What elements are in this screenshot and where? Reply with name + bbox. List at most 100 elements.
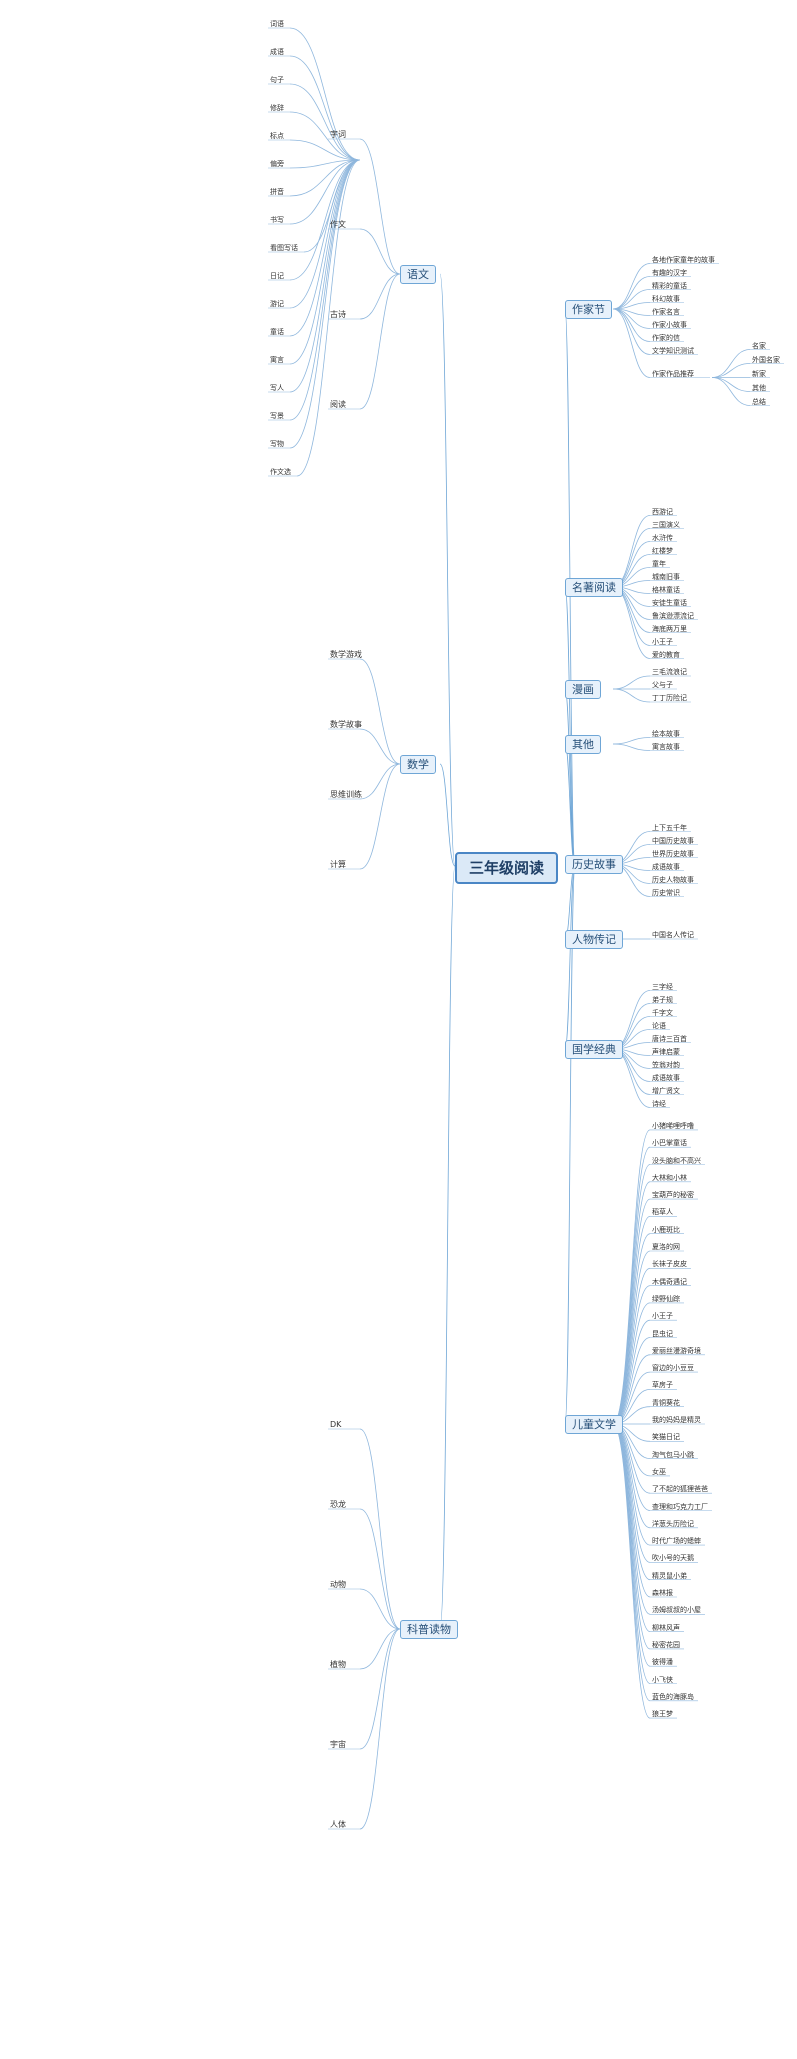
leaf-7-14[interactable]: 窗边的小豆豆 — [652, 1364, 694, 1373]
branch-1[interactable]: 名著阅读 — [565, 578, 623, 597]
leaf-1-2[interactable]: 水浒传 — [652, 533, 673, 542]
small-label-16[interactable]: 作文选 — [270, 468, 291, 476]
small-label-5[interactable]: 偏旁 — [270, 160, 284, 168]
leaf-1-9[interactable]: 海底两万里 — [652, 624, 687, 633]
leaf-0-1[interactable]: 有趣的汉字 — [652, 268, 687, 277]
root-node[interactable]: 三年级阅读 — [455, 852, 559, 884]
branch-7[interactable]: 儿童文学 — [565, 1415, 623, 1434]
leaf-7-31[interactable]: 彼得潘 — [652, 1658, 673, 1667]
leaf-7-0[interactable]: 小猪唏哩呼噜 — [652, 1121, 694, 1130]
leaf-7-6[interactable]: 小鹿斑比 — [652, 1225, 680, 1234]
leaf-1-4[interactable]: 童年 — [652, 559, 666, 568]
leaf-1-3[interactable]: 红楼梦 — [652, 546, 673, 555]
leaf-7-22[interactable]: 查理和巧克力工厂 — [652, 1502, 708, 1511]
left-branch-1[interactable]: 数学 — [400, 755, 436, 774]
subleaf-2[interactable]: 新家 — [752, 369, 766, 378]
leaf-7-33[interactable]: 蓝色的海豚岛 — [652, 1692, 694, 1701]
small-label-1[interactable]: 成语 — [270, 48, 284, 56]
left-leaf-1-0[interactable]: 数学游戏 — [330, 650, 362, 659]
left-leaf-2-2[interactable]: 动物 — [330, 1580, 346, 1589]
subleaf-0[interactable]: 名家 — [752, 341, 766, 350]
branch-3[interactable]: 其他 — [565, 735, 601, 754]
small-label-9[interactable]: 日记 — [270, 272, 284, 280]
leaf-7-11[interactable]: 小王子 — [652, 1312, 673, 1321]
leaf-7-13[interactable]: 爱丽丝漫游奇境 — [652, 1346, 701, 1355]
leaf-2-0[interactable]: 三毛流浪记 — [652, 668, 687, 676]
leaf-7-1[interactable]: 小巴掌童话 — [652, 1139, 687, 1148]
leaf-7-17[interactable]: 我的妈妈是精灵 — [652, 1416, 701, 1424]
leaf-4-5[interactable]: 历史常识 — [652, 888, 680, 897]
leaf-1-11[interactable]: 爱的教育 — [652, 650, 680, 659]
small-label-13[interactable]: 写人 — [270, 384, 284, 392]
small-label-7[interactable]: 书写 — [270, 216, 284, 224]
leaf-6-0[interactable]: 三字经 — [652, 982, 673, 991]
leaf-7-4[interactable]: 宝葫芦的秘密 — [652, 1191, 694, 1200]
leaf-1-10[interactable]: 小王子 — [652, 637, 673, 646]
subleaf-1[interactable]: 外国名家 — [752, 355, 780, 364]
leaf-7-7[interactable]: 夏洛的网 — [652, 1243, 680, 1251]
leaf-7-27[interactable]: 森林报 — [652, 1589, 673, 1597]
left-leaf-2-3[interactable]: 植物 — [330, 1660, 346, 1669]
leaf-7-23[interactable]: 洋葱头历险记 — [652, 1519, 694, 1528]
leaf-1-7[interactable]: 安徒生童话 — [652, 598, 687, 607]
leaf-4-3[interactable]: 成语故事 — [652, 862, 680, 871]
leaf-4-4[interactable]: 历史人物故事 — [652, 875, 694, 884]
leaf-7-32[interactable]: 小飞侠 — [652, 1675, 673, 1684]
leaf-7-30[interactable]: 秘密花园 — [652, 1640, 680, 1649]
branch-2[interactable]: 漫画 — [565, 680, 601, 699]
branch-6[interactable]: 国学经典 — [565, 1040, 623, 1059]
leaf-0-5[interactable]: 作家小故事 — [652, 320, 687, 329]
left-leaf-2-4[interactable]: 宇宙 — [330, 1740, 346, 1749]
small-label-15[interactable]: 写物 — [270, 440, 284, 448]
leaf-4-0[interactable]: 上下五千年 — [652, 823, 687, 832]
leaf-6-5[interactable]: 声律启蒙 — [652, 1047, 680, 1056]
leaf-6-4[interactable]: 唐诗三百首 — [652, 1034, 687, 1043]
leaf-6-6[interactable]: 笠翁对韵 — [652, 1060, 680, 1069]
leaf-7-2[interactable]: 没头脑和不高兴 — [652, 1156, 701, 1165]
leaf-7-16[interactable]: 青铜葵花 — [652, 1398, 680, 1407]
leaf-1-8[interactable]: 鲁滨逊漂流记 — [652, 611, 694, 620]
small-label-10[interactable]: 游记 — [270, 300, 284, 308]
branch-0[interactable]: 作家节 — [565, 300, 612, 319]
leaf-0-0[interactable]: 各地作家童年的故事 — [652, 255, 715, 264]
leaf-7-18[interactable]: 笑猫日记 — [652, 1433, 680, 1442]
leaf-7-28[interactable]: 汤姆叔叔的小屋 — [652, 1606, 701, 1615]
leaf-7-34[interactable]: 狼王梦 — [652, 1710, 673, 1719]
leaf-4-1[interactable]: 中国历史故事 — [652, 836, 694, 845]
small-label-12[interactable]: 寓言 — [270, 356, 284, 364]
small-label-6[interactable]: 拼音 — [270, 188, 284, 196]
small-label-4[interactable]: 标点 — [270, 132, 284, 140]
leaf-4-2[interactable]: 世界历史故事 — [652, 849, 694, 858]
left-leaf-2-1[interactable]: 恐龙 — [330, 1500, 346, 1509]
leaf-2-2[interactable]: 丁丁历险记 — [652, 694, 687, 702]
left-leaf-2-0[interactable]: DK — [330, 1420, 342, 1429]
leaf-6-3[interactable]: 论语 — [652, 1021, 666, 1030]
leaf-7-25[interactable]: 吹小号的天鹅 — [652, 1554, 694, 1563]
left-leaf-0-2[interactable]: 古诗 — [330, 310, 346, 319]
left-branch-0[interactable]: 语文 — [400, 265, 436, 284]
small-label-8[interactable]: 看图写话 — [270, 244, 298, 252]
left-leaf-1-1[interactable]: 数学故事 — [330, 720, 362, 729]
leaf-7-20[interactable]: 女巫 — [652, 1467, 666, 1476]
leaf-7-10[interactable]: 绿野仙踪 — [652, 1294, 680, 1303]
leaf-1-6[interactable]: 格林童话 — [652, 585, 680, 594]
leaf-5-0[interactable]: 中国名人传记 — [652, 931, 694, 939]
leaf-7-19[interactable]: 淘气包马小跳 — [652, 1450, 694, 1459]
leaf-7-21[interactable]: 了不起的狐狸爸爸 — [652, 1485, 708, 1494]
left-branch-2[interactable]: 科普读物 — [400, 1620, 458, 1639]
leaf-6-7[interactable]: 成语故事 — [652, 1073, 680, 1082]
leaf-3-1[interactable]: 寓言故事 — [652, 742, 680, 751]
small-label-3[interactable]: 修辞 — [270, 104, 284, 112]
branch-5[interactable]: 人物传记 — [565, 930, 623, 949]
leaf-0-2[interactable]: 精彩的童话 — [652, 281, 687, 290]
small-label-14[interactable]: 写景 — [270, 412, 284, 420]
small-label-11[interactable]: 童话 — [270, 328, 284, 336]
leaf-0-7[interactable]: 文学知识测试 — [652, 346, 694, 355]
leaf-1-1[interactable]: 三国演义 — [652, 520, 680, 529]
leaf-0-3[interactable]: 科幻故事 — [652, 294, 680, 303]
leaf-6-2[interactable]: 千字文 — [652, 1008, 673, 1017]
leaf-7-24[interactable]: 时代广场的蟋蟀 — [652, 1537, 701, 1546]
leaf-6-8[interactable]: 增广贤文 — [652, 1086, 680, 1095]
leaf-7-26[interactable]: 精灵鼠小弟 — [652, 1571, 687, 1580]
subleaf-3[interactable]: 其他 — [752, 383, 766, 392]
